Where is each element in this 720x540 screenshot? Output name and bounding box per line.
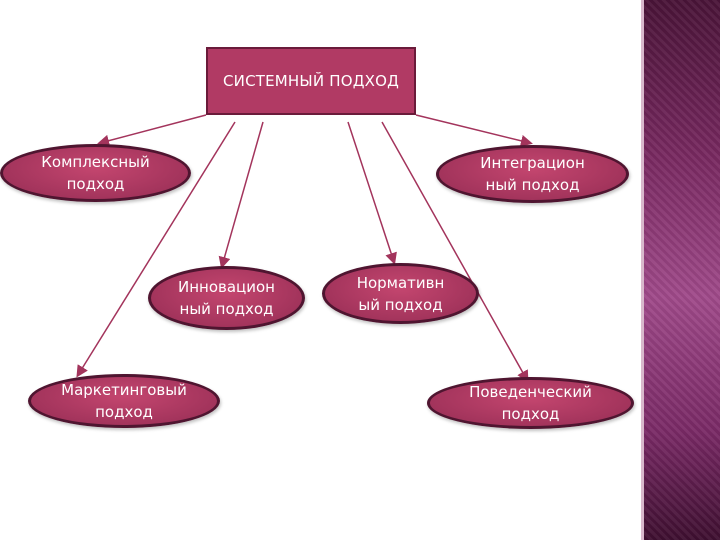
connector-behavioral bbox=[381, 121, 529, 383]
root-node-label: СИСТЕМНЫЙ ПОДХОД bbox=[222, 72, 400, 90]
root-node-system-approach: СИСТЕМНЫЙ ПОДХОД bbox=[206, 47, 416, 115]
node-integration-label: Интеграцион ный подход bbox=[480, 154, 585, 194]
node-complex-approach: Комплексный подход bbox=[0, 144, 191, 202]
node-innovation-approach: Инновацион ный подход bbox=[148, 266, 305, 330]
node-behavioral-label: Поведенческий подход bbox=[469, 383, 592, 423]
connector-marketing bbox=[76, 121, 236, 378]
connector-complex bbox=[97, 114, 207, 147]
node-innovation-label: Инновацион ный подход bbox=[178, 278, 275, 318]
node-normative-approach: Нормативн ый подход bbox=[322, 263, 479, 324]
connector-integration bbox=[415, 114, 533, 147]
node-marketing-label: Маркетинговый подход bbox=[61, 381, 187, 421]
node-integration-approach: Интеграцион ный подход bbox=[436, 145, 629, 203]
connector-innovation bbox=[218, 121, 264, 269]
node-normative-label: Нормативн ый подход bbox=[356, 273, 445, 314]
node-complex-label: Комплексный подход bbox=[41, 153, 150, 193]
decorative-side-panel bbox=[641, 0, 720, 540]
node-behavioral-approach: Поведенческий подход bbox=[427, 377, 634, 429]
connector-normative bbox=[347, 121, 397, 265]
node-marketing-approach: Маркетинговый подход bbox=[28, 374, 220, 428]
